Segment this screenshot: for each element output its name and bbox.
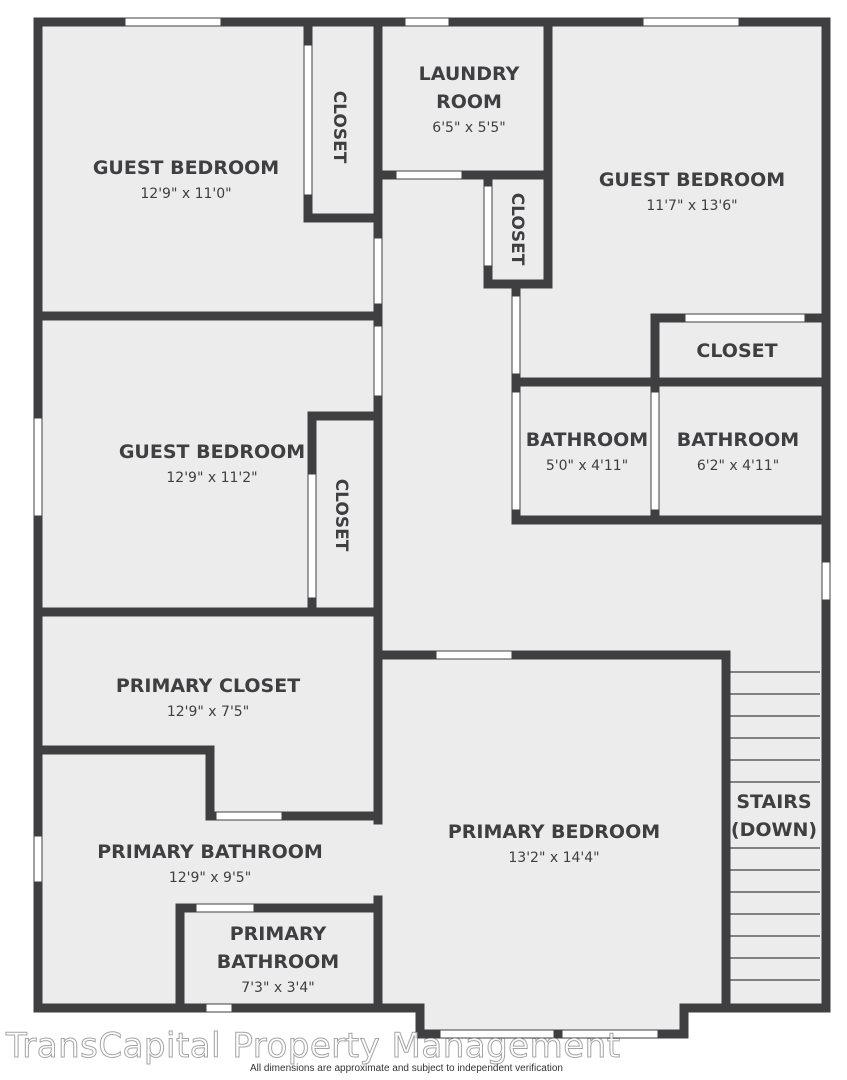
stairs-name-line1: STAIRS (736, 791, 811, 813)
primary-bathroom-small-name-line1: PRIMARY (230, 923, 327, 945)
laundry-room-dims: 6'5" x 5'5" (432, 120, 505, 136)
primary-closet-name: PRIMARY CLOSET (116, 675, 300, 697)
closet-a-name: CLOSET (329, 91, 349, 164)
primary-closet-dims: 12'9" x 7'5" (167, 704, 249, 720)
guest-bedroom-2-dims: 12'9" x 11'2" (166, 470, 257, 486)
laundry-room-name-line1: LAUNDRY (419, 63, 520, 85)
guest-bedroom-1-dims: 12'9" x 11'0" (140, 186, 231, 202)
closet-c-name: CLOSET (331, 479, 351, 552)
closet-d-name: CLOSET (696, 340, 777, 362)
primary-bedroom-name: PRIMARY BEDROOM (448, 821, 660, 843)
guest-bedroom-3-name: GUEST BEDROOM (599, 169, 785, 191)
doorways (195, 44, 806, 913)
guest-bedroom-1-name: GUEST BEDROOM (93, 157, 279, 179)
stairs-treads (730, 671, 820, 981)
bathroom-2-name: BATHROOM (677, 429, 799, 451)
guest-bedroom-2-name: GUEST BEDROOM (119, 441, 305, 463)
windows (33, 17, 831, 1039)
closet-b-name: CLOSET (507, 193, 527, 266)
disclaimer: All dimensions are approximate and subje… (250, 1063, 563, 1074)
primary-bathroom-name: PRIMARY BATHROOM (97, 841, 323, 863)
bathroom-2-dims: 6'2" x 4'11" (697, 458, 779, 474)
guest-bedroom-3-dims: 11'7" x 13'6" (646, 198, 737, 214)
primary-bathroom-dims: 12'9" x 9'5" (169, 870, 251, 886)
stairs-name-line2: (DOWN) (731, 819, 817, 841)
bathroom-1-name: BATHROOM (526, 429, 648, 451)
watermark: TransCapital Property Management (6, 1026, 621, 1067)
floor-area (38, 22, 826, 1034)
bathroom-1-dims: 5'0" x 4'11" (546, 458, 628, 474)
primary-bathroom-small-dims: 7'3" x 3'4" (241, 980, 314, 996)
primary-bedroom-dims: 13'2" x 14'4" (508, 850, 599, 866)
primary-bathroom-small-name-line2: BATHROOM (217, 951, 339, 973)
laundry-room-name-line2: ROOM (436, 91, 502, 113)
